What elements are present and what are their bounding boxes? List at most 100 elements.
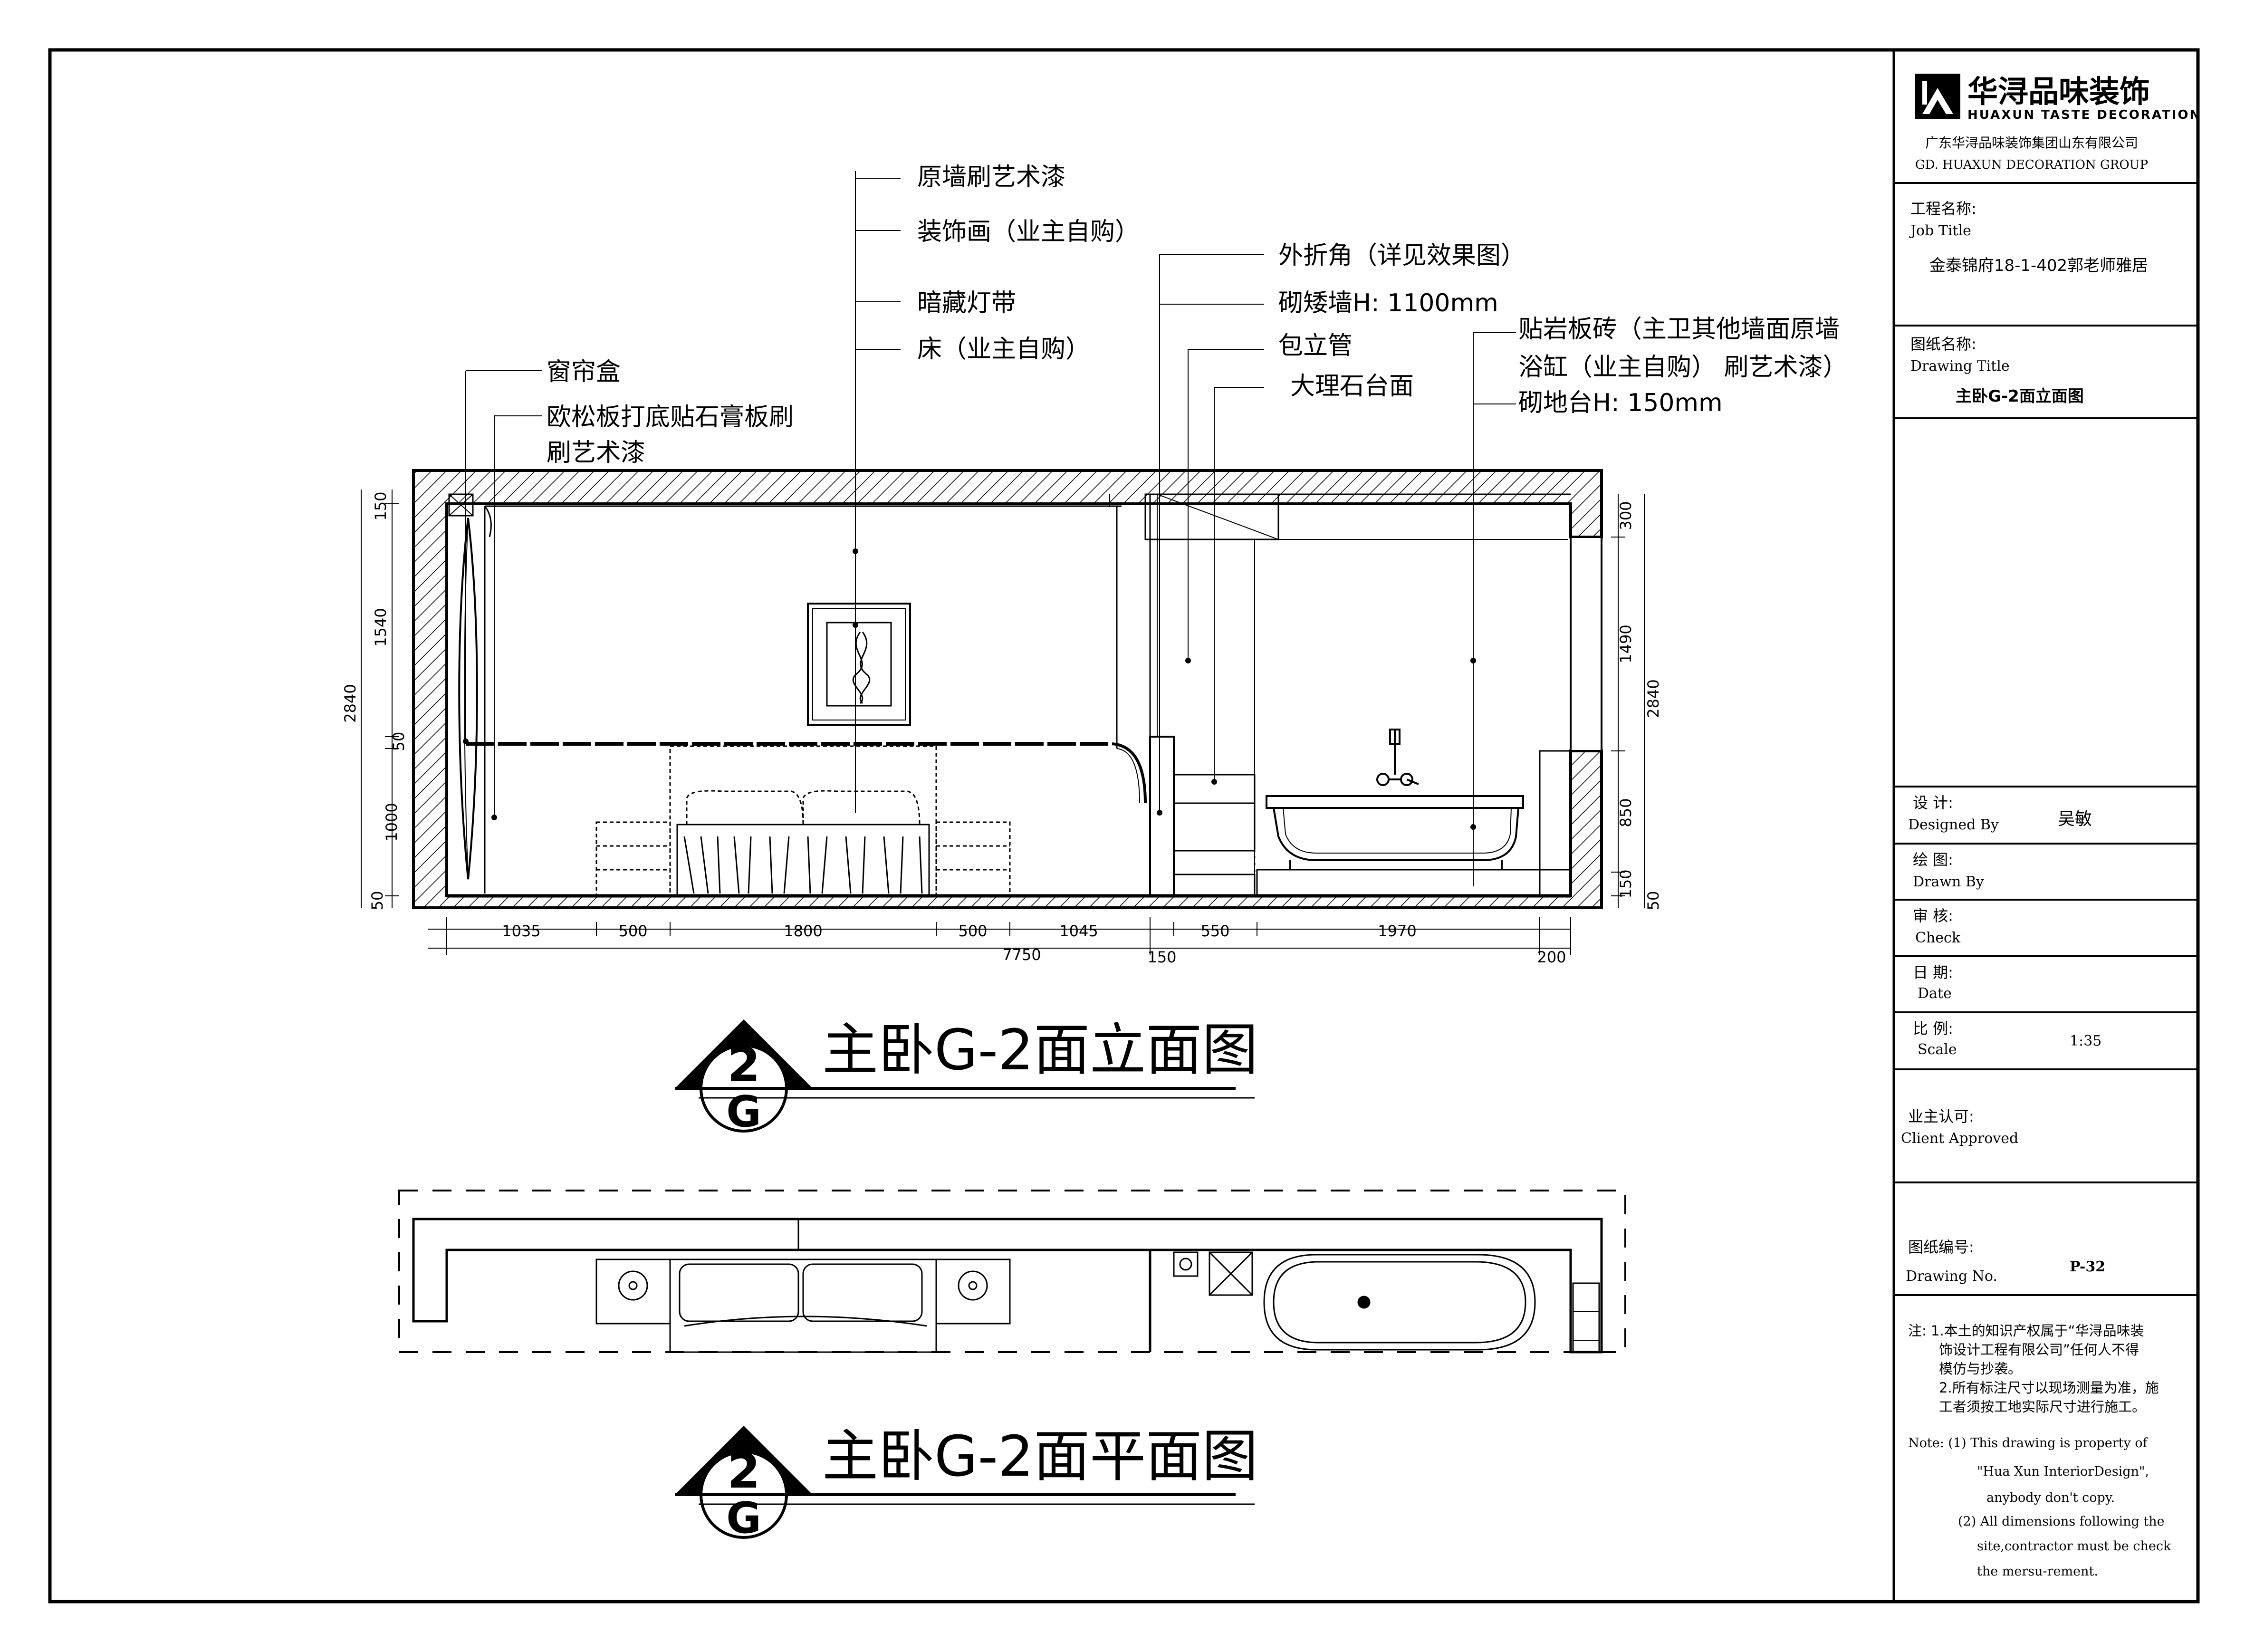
low-wall xyxy=(1149,736,1175,897)
dim-right-2: 1490 xyxy=(1617,624,1635,663)
dim-right-1: 300 xyxy=(1617,501,1635,530)
plan-title: 2 G 主卧G-2面平面图 xyxy=(675,1423,1258,1543)
plan-symbol-number: 2 xyxy=(727,1443,760,1499)
job-label-en: Job Title xyxy=(1909,222,1971,239)
annotation-curtain-box: 窗帘盒 xyxy=(547,358,621,386)
scale-label-en: Scale xyxy=(1918,1041,1957,1058)
annotation-pipe-cover: 包立管 xyxy=(1278,332,1353,360)
dim-total: 7750 xyxy=(1002,946,1041,964)
note-en-4: (2) All dimensions following the xyxy=(1958,1514,2165,1529)
designed-label-en: Designed By xyxy=(1908,816,1999,833)
company-full-en: GD. HUAXUN DECORATION GROUP xyxy=(1915,158,2148,172)
leader-dots xyxy=(463,548,1476,830)
dim-bottom-2: 500 xyxy=(618,922,647,940)
number-label-en: Drawing No. xyxy=(1906,1268,1997,1285)
number-value: P-32 xyxy=(2070,1258,2105,1275)
drawing-value: 主卧G-2面立面图 xyxy=(1956,387,2084,406)
annotation-marble: 大理石台面 xyxy=(1290,372,1414,401)
annotation-slate-tile: 贴岩板砖（主卫其他墙面原墙 xyxy=(1518,315,1840,344)
annotation-low-wall: 砌矮墙H: 1100mm xyxy=(1278,289,1498,317)
decorative-painting xyxy=(807,603,911,726)
curtain xyxy=(458,518,478,880)
title-block: 华浔品味装饰 HUAXUN TASTE DECORATION 广东华浔品味装饰集… xyxy=(1894,74,2201,1579)
client-label-en: Client Approved xyxy=(1901,1130,2018,1147)
company-name-cn: 华浔品味装饰 xyxy=(1967,75,2150,110)
plan-title-text: 主卧G-2面平面图 xyxy=(822,1423,1258,1489)
drawing-label-cn: 图纸名称: xyxy=(1910,335,1976,353)
dim-right-total: 2840 xyxy=(1644,679,1662,718)
drawing-label-en: Drawing Title xyxy=(1910,358,2010,375)
annotations: 原墙刷艺术漆 装饰画（业主自购） 暗藏灯带 床（业主自购） 外折角（详见效果图）… xyxy=(547,163,1848,467)
dim-left-4: 1000 xyxy=(383,803,401,841)
note-en-5: site,contractor must be check xyxy=(1977,1539,2171,1554)
huaxun-logo-icon xyxy=(1915,74,1960,119)
annotation-bathtub: 浴缸（业主自购） 刷艺术漆） xyxy=(1518,353,1848,382)
dimension-labels: 1035 500 1800 500 1045 550 1970 7750 150… xyxy=(341,491,1662,966)
designed-value: 吴敏 xyxy=(2058,809,2092,829)
dim-bottom-4: 500 xyxy=(958,922,987,940)
check-label-cn: 审 核: xyxy=(1913,907,1953,925)
note-en-1: Note: (1) This drawing is property of xyxy=(1908,1436,2149,1450)
dim-bottom-5: 1045 xyxy=(1059,922,1098,940)
note-cn-2: 饰设计工程有限公司”任何人不得 xyxy=(1939,1342,2139,1358)
annotation-platform: 砌地台H: 150mm xyxy=(1518,389,1723,417)
plan-symbol-letter: G xyxy=(726,1493,761,1543)
job-value: 金泰锦府18-1-402郭老师雅居 xyxy=(1929,256,2148,275)
dim-left-5: 50 xyxy=(368,891,386,911)
note-cn-1: 注: 1.本土的知识产权属于“华浔品味装 xyxy=(1908,1323,2144,1339)
plan-drawing xyxy=(398,1190,1626,1354)
dim-left-1: 150 xyxy=(372,491,390,520)
dim-bottom-7: 1970 xyxy=(1378,922,1416,940)
job-label-cn: 工程名称: xyxy=(1910,200,1976,218)
number-label-cn: 图纸编号: xyxy=(1908,1238,1974,1256)
note-cn-5: 工者须按工地实际尺寸进行施工。 xyxy=(1939,1399,2146,1415)
drawn-label-en: Drawn By xyxy=(1913,874,1984,890)
scale-label-cn: 比 例: xyxy=(1913,1019,1953,1037)
designed-label-cn: 设 计: xyxy=(1913,794,1953,812)
plan-bed xyxy=(669,1258,937,1353)
dim-right-3: 850 xyxy=(1617,798,1635,827)
nightstand-right xyxy=(935,821,1011,897)
dim-left-3: 50 xyxy=(390,732,408,751)
annotation-osb-paint: 刷艺术漆 xyxy=(547,439,645,467)
annotation-osb-board: 欧松板打底贴石膏板刷 xyxy=(547,403,794,432)
scale-value: 1:35 xyxy=(2070,1033,2101,1049)
check-label-en: Check xyxy=(1915,930,1961,946)
dim-mid: 150 xyxy=(1147,948,1176,966)
dim-right-end: 200 xyxy=(1537,948,1566,966)
note-en-2: "Hua Xun InteriorDesign", xyxy=(1977,1464,2149,1479)
wall-section-hatch xyxy=(412,469,1603,909)
note-en-3: anybody don't copy. xyxy=(1986,1490,2115,1505)
drawn-label-cn: 绘 图: xyxy=(1913,851,1953,869)
company-name-en: HUAXUN TASTE DECORATION xyxy=(1967,108,2201,122)
dim-left-total: 2840 xyxy=(341,684,359,722)
elevation-drawing xyxy=(412,171,1603,909)
company-full-cn: 广东华浔品味装饰集团山东有限公司 xyxy=(1925,135,2138,151)
curtain-box xyxy=(448,493,474,517)
nightstand-left xyxy=(595,821,671,897)
note-en-6: the mersu-rement. xyxy=(1977,1564,2098,1579)
dim-bottom-3: 1800 xyxy=(784,922,822,940)
annotation-painting: 装饰画（业主自购） xyxy=(917,218,1140,246)
plan-nightstand-left xyxy=(595,1258,671,1325)
dimensions xyxy=(361,490,1645,955)
note-cn-3: 模仿与抄袭。 xyxy=(1939,1361,2022,1377)
bathtub xyxy=(1266,795,1524,870)
annotation-outer-corner: 外折角（详见效果图） xyxy=(1278,241,1525,270)
dim-right-4: 150 xyxy=(1617,869,1635,898)
client-label-cn: 业主认可: xyxy=(1908,1107,1974,1125)
dim-left-2: 1540 xyxy=(372,608,390,646)
date-label-cn: 日 期: xyxy=(1913,963,1953,981)
elevation-title: 2 G 主卧G-2面立面图 xyxy=(675,1017,1258,1137)
bath-platform xyxy=(1256,869,1572,897)
date-label-en: Date xyxy=(1918,985,1952,1002)
symbol-letter: G xyxy=(726,1087,761,1137)
annotation-art-paint: 原墙刷艺术漆 xyxy=(917,163,1065,192)
elevation-title-text: 主卧G-2面立面图 xyxy=(822,1017,1258,1083)
plan-bath xyxy=(1173,1251,1536,1351)
note-cn-4: 2.所有标注尺寸以现场测量为准，施 xyxy=(1939,1380,2159,1396)
faucet-icon xyxy=(1376,729,1419,786)
sheet-border xyxy=(48,48,2200,1604)
annotation-light-strip: 暗藏灯带 xyxy=(917,289,1016,317)
